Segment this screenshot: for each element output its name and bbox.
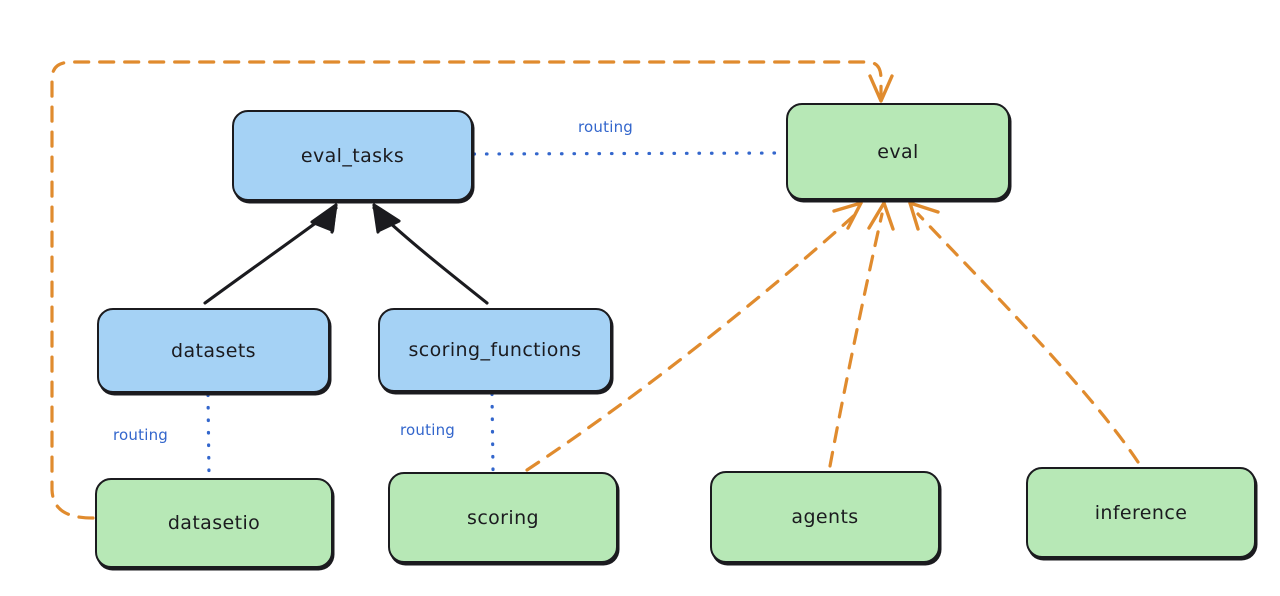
edge-label-routing-eval-tasks-eval: routing [578,118,633,136]
edge-datasets-to-datasetio-routing [206,393,211,478]
edge-eval_tasks-to-eval-routing [472,151,786,156]
node-inference-label: inference [1094,501,1188,524]
node-agents[interactable]: agents [710,471,940,563]
node-eval[interactable]: eval [786,103,1010,200]
node-scoring-label: scoring [467,506,539,529]
edge-scoring_functions-to-scoring-routing [490,392,495,472]
edge-datasetio-to-eval [50,60,894,520]
node-scoring[interactable]: scoring [388,472,618,563]
node-agents-label: agents [791,506,859,528]
node-eval-tasks-label: eval_tasks [300,144,405,167]
edge-label-routing-scoring-functions-scoring: routing [400,421,455,439]
node-datasets-label: datasets [171,339,256,362]
node-scoring-functions-label: scoring_functions [408,339,582,361]
node-eval-label: eval [877,140,919,163]
node-datasets[interactable]: datasets [97,308,330,393]
node-inference[interactable]: inference [1026,467,1256,558]
node-scoring-functions[interactable]: scoring_functions [378,308,612,392]
edge-datasets-to-eval_tasks [203,203,338,305]
node-datasetio-label: datasetio [167,512,261,534]
edge-scoring-to-eval [525,201,863,472]
edge-scoring_functions-to-eval_tasks [372,203,489,305]
edge-inference-to-eval [908,201,1140,464]
edge-agents-to-eval [828,201,895,468]
edge-label-routing-datasets-datasetio: routing [113,426,168,444]
node-datasetio[interactable]: datasetio [95,478,333,568]
node-eval-tasks[interactable]: eval_tasks [232,110,473,201]
